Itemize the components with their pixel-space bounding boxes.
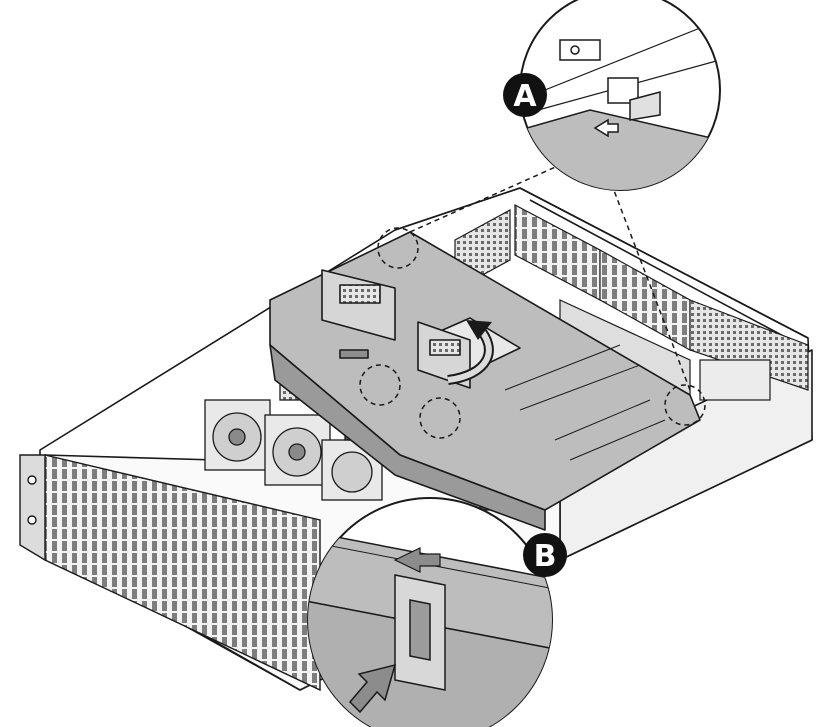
- removal-arrow-icon: [593, 118, 619, 138]
- callout-label-a: A: [513, 79, 537, 114]
- front-left-ear: [19, 454, 46, 562]
- fan-3-rotor-icon: [331, 451, 373, 493]
- detail-b-clip-tab: [409, 599, 431, 661]
- leader-a-left: [409, 164, 561, 233]
- chassis-back-rail: [394, 187, 521, 231]
- front-drive-bay: [19, 454, 321, 692]
- riser-card-left-connector: [339, 284, 381, 304]
- leader-a-right: [609, 179, 691, 391]
- rear-right-mesh: [689, 299, 809, 391]
- riser-card-right-connector: [429, 339, 461, 356]
- callout-badge-a: A: [503, 73, 547, 117]
- callout-badge-b: B: [523, 533, 567, 577]
- detail-a-rail-tab: [559, 39, 601, 61]
- latch-circle-center-left: [359, 364, 401, 406]
- duct-label-plate: [339, 349, 369, 359]
- callout-label-b: B: [534, 539, 557, 574]
- chassis-right-rail: [519, 187, 809, 339]
- detail-a-magnifier: [519, 0, 721, 191]
- air-duct: [269, 231, 701, 531]
- latch-highlight-circles: [359, 227, 706, 439]
- latch-circle-rear-right: [664, 384, 706, 426]
- latch-circle-center-right: [419, 397, 461, 439]
- chassis-inner-right-rail: [529, 199, 801, 346]
- ear-screw-icon: [27, 475, 37, 485]
- latch-circle-rear-left: [377, 227, 419, 269]
- slide-arrow-icon: [393, 547, 441, 573]
- callout-leader-lines: [409, 164, 691, 391]
- detail-a-latch: [607, 77, 639, 104]
- psu-block: [699, 359, 771, 401]
- push-arrow-icon: [348, 663, 397, 714]
- detail-b-magnifier: [307, 497, 553, 727]
- air-duct-front-skirt: [269, 344, 546, 531]
- curved-arrow-icon: [447, 320, 494, 385]
- detail-a-clip: [629, 91, 661, 121]
